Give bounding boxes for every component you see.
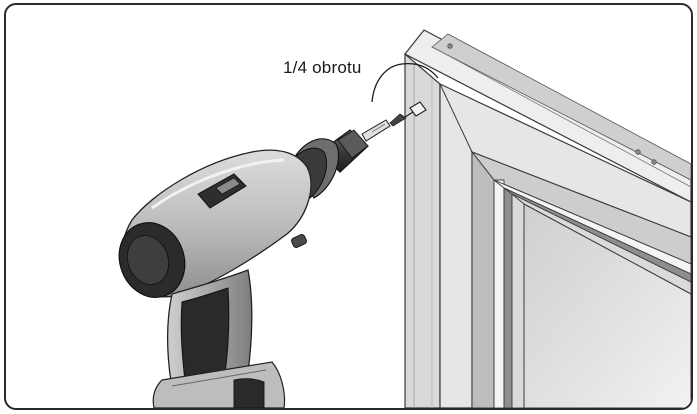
window-frame — [404, 29, 691, 408]
quarter-turn-label: 1/4 obrotu — [283, 58, 362, 77]
illustration-frame — [4, 3, 693, 410]
screw-icon — [389, 101, 427, 127]
assembly-illustration — [118, 29, 691, 408]
cordless-drill-icon — [118, 119, 391, 408]
quarter-turn-arc-icon — [371, 62, 439, 103]
